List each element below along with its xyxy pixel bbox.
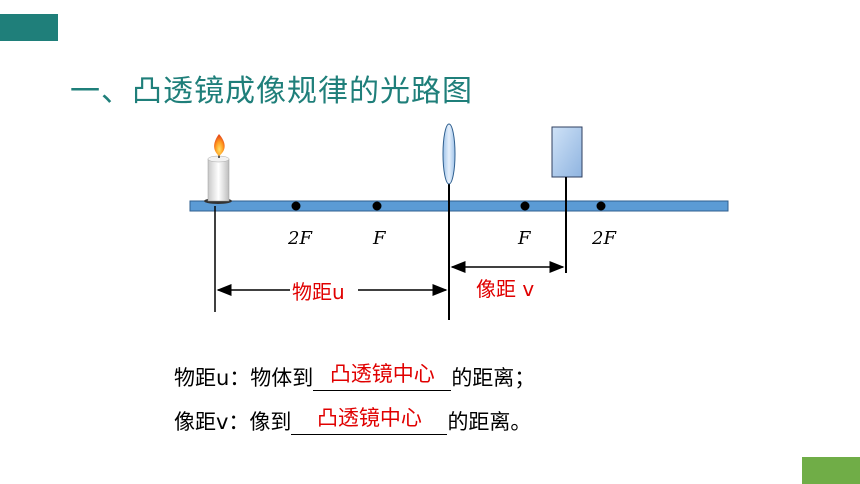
answer-blank: 凸透镜中心​ xyxy=(313,362,452,391)
image-distance-label: 像距 v xyxy=(476,277,534,301)
label-f-right: F xyxy=(517,228,532,249)
object-distance-label: 物距u xyxy=(292,280,345,304)
label-f-left: F xyxy=(372,228,387,249)
definition-prefix: 像距v：像到 xyxy=(174,410,292,434)
title-accent-bar xyxy=(0,14,58,41)
definition-prefix: 物距u：物体到 xyxy=(174,366,314,390)
optical-bench xyxy=(189,200,729,212)
convex-lens-icon xyxy=(442,123,456,320)
answer-text: 凸透镜中心 xyxy=(316,406,422,430)
focal-point-f-left xyxy=(372,201,382,211)
answer-text: 凸透镜中心 xyxy=(329,362,435,386)
focal-point-f-right xyxy=(520,201,530,211)
candle-icon xyxy=(204,134,232,204)
definition-suffix: 的距离； xyxy=(451,366,536,390)
label-2f-right: 2F xyxy=(591,228,617,249)
definition-suffix: 的距离。 xyxy=(447,410,532,434)
focal-point-2f-left xyxy=(291,201,301,211)
slide-title: 一、凸透镜成像规律的光路图 xyxy=(70,74,473,109)
focal-point-2f-right xyxy=(596,201,606,211)
next-slide-tab[interactable] xyxy=(802,457,860,484)
label-2f-left: 2F xyxy=(287,228,313,249)
screen-icon xyxy=(551,126,583,273)
answer-blank: 凸透镜中心​ xyxy=(291,406,448,435)
